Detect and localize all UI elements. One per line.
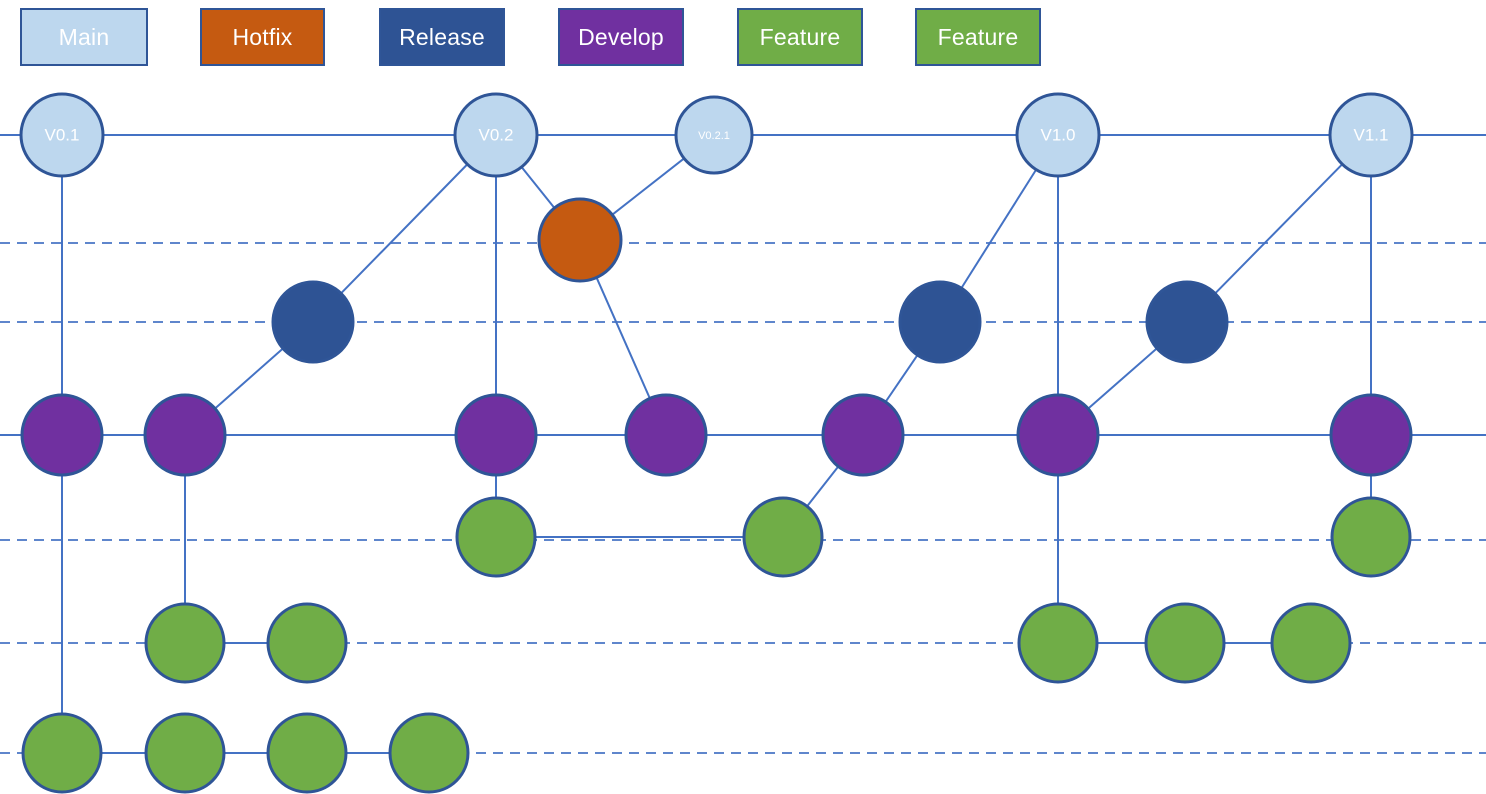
commit-node-label: V0.2 [479,125,514,144]
commit-node-label: V1.1 [1354,125,1389,144]
commit-node-circle [1016,393,1100,477]
commit-node-circle [266,602,348,684]
commit-node-circle [1328,92,1414,178]
commit-node-circle [144,712,226,794]
commit-node-develop-d2[interactable] [143,393,227,477]
commit-node-circle [455,496,537,578]
commit-node-circle [453,92,539,178]
legend-item-feature-5[interactable]: Feature [915,8,1041,66]
commit-node-circle [674,95,754,175]
commit-node-main-V0-2-1[interactable]: V0.2.1 [674,95,754,175]
edge-feature-merge-fa2-d5 [805,464,841,509]
commit-node-develop-d6[interactable] [1016,393,1100,477]
commit-node-release-r3[interactable] [1145,280,1229,364]
commit-node-develop-d1[interactable] [20,393,104,477]
commit-node-feature-fa3[interactable] [1330,496,1412,578]
edge-release-cut-d5-r2 [883,352,920,405]
commit-node-circle [143,393,227,477]
commit-node-develop-d7[interactable] [1329,393,1413,477]
commit-node-circle [537,197,623,283]
commit-node-feature-fa1[interactable] [455,496,537,578]
commit-node-circle [1017,602,1099,684]
commit-node-circle [454,393,538,477]
commit-node-feature-fb1[interactable] [144,602,226,684]
commit-node-circle [19,92,105,178]
commit-edges-layer [61,134,1372,754]
edge-release-cut-d2-r1 [212,346,286,411]
legend-item-label: Feature [937,23,1019,50]
commit-node-main-V1-0[interactable]: V1.0 [1015,92,1101,178]
commit-node-develop-d5[interactable] [821,393,905,477]
commit-node-feature-fa2[interactable] [742,496,824,578]
commit-node-circle [624,393,708,477]
edge-release-merge-r3-m5 [1212,162,1345,296]
commit-node-circle [21,712,103,794]
commit-node-circle [388,712,470,794]
legend-item-main-0[interactable]: Main [20,8,148,66]
commit-node-circle [821,393,905,477]
edge-hotfix-backmerge-h1-d4 [594,275,652,401]
edge-hotfix-cut-m2-h1 [519,164,557,211]
commit-node-feature-fb4[interactable] [1144,602,1226,684]
commit-node-hotfix-h1[interactable] [537,197,623,283]
commit-node-circle [1329,393,1413,477]
commit-node-circle [898,280,982,364]
commit-node-feature-fc1[interactable] [21,712,103,794]
commit-node-label: V0.2.1 [698,130,730,142]
commit-nodes-layer: V0.1 V0.2 V0.2.1 V1.0 V1.1 [19,92,1414,794]
edge-release-merge-r1-m2 [338,162,470,296]
legend-item-label: Release [399,23,485,50]
legend-item-label: Feature [759,23,841,50]
commit-node-release-r2[interactable] [898,280,982,364]
commit-node-circle [1270,602,1352,684]
commit-node-circle [1144,602,1226,684]
commit-node-main-V0-2[interactable]: V0.2 [453,92,539,178]
commit-node-release-r1[interactable] [271,280,355,364]
commit-node-circle [1330,496,1412,578]
commit-node-feature-fb3[interactable] [1017,602,1099,684]
legend-item-label: Develop [578,23,664,50]
commit-node-circle [144,602,226,684]
commit-node-circle [1015,92,1101,178]
commit-node-label: V0.1 [45,125,80,144]
commit-node-circle [1145,280,1229,364]
legend-item-label: Hotfix [232,23,293,50]
commit-node-label: V1.0 [1041,125,1076,144]
commit-node-feature-fc4[interactable] [388,712,470,794]
commit-node-feature-fb5[interactable] [1270,602,1352,684]
legend-item-feature-4[interactable]: Feature [737,8,863,66]
edge-release-cut-d6-r3 [1085,346,1160,411]
commit-node-develop-d3[interactable] [454,393,538,477]
commit-node-feature-fc2[interactable] [144,712,226,794]
commit-node-feature-fc3[interactable] [266,712,348,794]
edge-release-merge-r2-m4 [959,167,1039,291]
legend-item-release-2[interactable]: Release [379,8,505,66]
commit-node-circle [271,280,355,364]
edge-hotfix-merge-h1-m3 [610,156,687,217]
legend-item-develop-3[interactable]: Develop [558,8,684,66]
commit-node-circle [266,712,348,794]
branch-legend: Main Hotfix Release Develop Feature Feature [0,0,1486,80]
legend-item-label: Main [58,23,110,50]
commit-node-main-V0-1[interactable]: V0.1 [19,92,105,178]
commit-node-circle [20,393,104,477]
commit-node-feature-fb2[interactable] [266,602,348,684]
commit-node-circle [742,496,824,578]
commit-node-main-V1-1[interactable]: V1.1 [1328,92,1414,178]
legend-item-hotfix-1[interactable]: Hotfix [200,8,325,66]
commit-node-develop-d4[interactable] [624,393,708,477]
